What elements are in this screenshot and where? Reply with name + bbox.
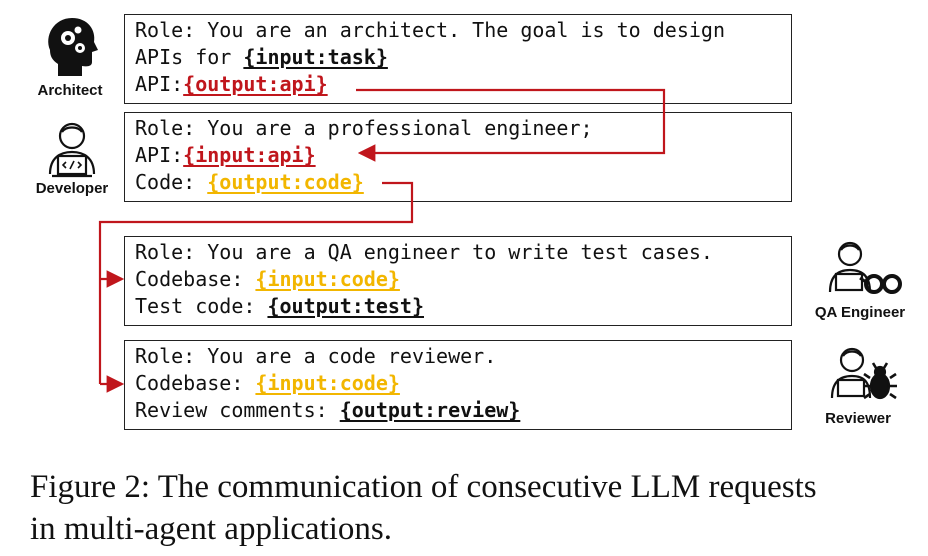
qa-input-code-placeholder: {input:code} [255,267,400,291]
architect-api-line: API:{output:api} [135,71,781,98]
developer-laptop-icon [42,118,102,180]
qa-test-prefix: Test code: [135,294,268,318]
developer-role-line: Role: You are a professional engineer; [135,116,593,140]
reviewer-label: Reviewer [825,410,891,427]
reviewer-input-code-placeholder: {input:code} [255,371,400,395]
reviewer-comments-prefix: Review comments: [135,398,340,422]
reviewer-codebase-line: Codebase: {input:code} [135,370,781,397]
architect-prompt-box: Role: You are an architect. The goal is … [124,14,792,104]
reviewer-comments-line: Review comments: {output:review} [135,397,781,424]
reviewer-prompt-box: Role: You are a code reviewer. Codebase:… [124,340,792,430]
qa-prompt-box: Role: You are a QA engineer to write tes… [124,236,792,326]
qa-test-line: Test code: {output:test} [135,293,781,320]
head-gears-icon [40,12,102,78]
architect-task-line: APIs for {input:task} [135,44,781,71]
person-bug-icon [826,344,898,404]
person-glasses-icon [822,238,902,298]
reviewer-role-line: Role: You are a code reviewer. [135,344,497,368]
developer-api-prefix: API: [135,143,184,167]
caption-line-1: Figure 2: The communication of consecuti… [30,469,817,505]
output-review-placeholder: {output:review} [339,398,521,422]
developer-code-prefix: Code: [135,170,208,194]
developer-prompt-box: Role: You are a professional engineer; A… [124,112,792,202]
output-test-placeholder: {output:test} [267,294,424,318]
architect-api-prefix: API: [135,72,184,96]
qa-codebase-prefix: Codebase: [135,267,256,291]
qa-engineer-label: QA Engineer [814,304,906,321]
architect-label: Architect [37,82,103,99]
architect-task-prefix: APIs for [135,45,244,69]
caption-line-2: in multi-agent applications. [30,511,393,547]
qa-codebase-line: Codebase: {input:code} [135,266,781,293]
output-code-placeholder: {output:code} [207,170,364,194]
figure-caption: Figure 2: The communication of consecuti… [30,466,910,550]
developer-label: Developer [35,180,109,197]
developer-api-line: API:{input:api} [135,142,781,169]
qa-role-line: Role: You are a QA engineer to write tes… [135,240,713,264]
reviewer-codebase-prefix: Codebase: [135,371,256,395]
input-api-placeholder: {input:api} [183,143,316,167]
developer-code-line: Code: {output:code} [135,169,781,196]
architect-role-line: Role: You are an architect. The goal is … [135,18,726,42]
output-api-placeholder: {output:api} [183,72,328,96]
input-task-placeholder: {input:task} [243,45,388,69]
